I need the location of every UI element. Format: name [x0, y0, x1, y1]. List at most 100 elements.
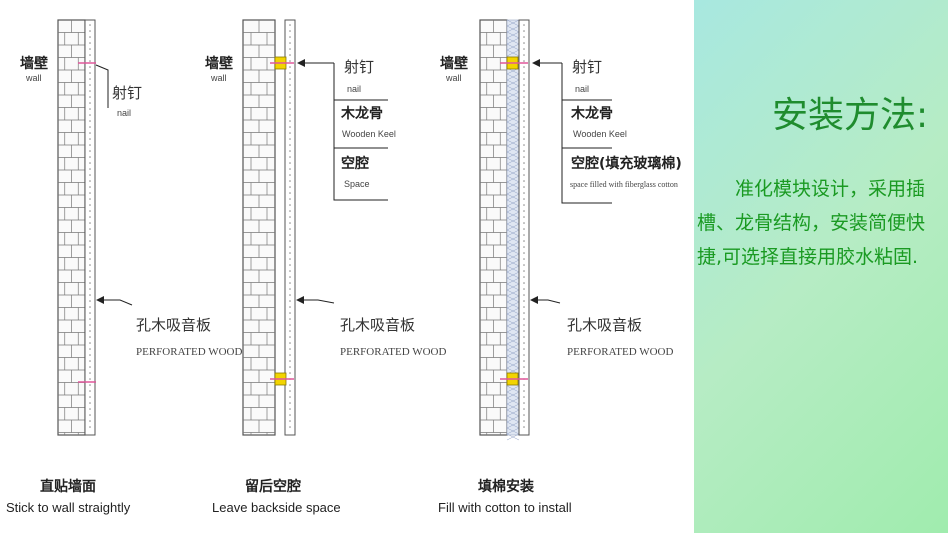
caption-en-2: Leave backside space: [212, 500, 341, 515]
cotton-hatch: [506, 169, 520, 177]
cotton-hatch: [506, 421, 520, 429]
space-label-2: 空腔: [341, 156, 369, 172]
board-hole: [523, 264, 525, 266]
board-hole: [89, 312, 91, 314]
nail-label-2: 射钉: [344, 58, 375, 76]
board-hole: [523, 78, 525, 80]
board-hole: [523, 168, 525, 170]
board-label-1: 孔木吸音板: [136, 316, 212, 334]
board-hole: [89, 120, 91, 122]
board-hole: [89, 66, 91, 68]
board-hole: [289, 186, 291, 188]
brick-wall-1: [57, 19, 86, 436]
board-hole: [89, 78, 91, 80]
board-hole: [89, 84, 91, 86]
board-hole: [89, 162, 91, 164]
cotton-hatch: [506, 175, 520, 183]
board-hole: [289, 132, 291, 134]
board-hole: [89, 210, 91, 212]
board-hole: [523, 318, 525, 320]
board-hole: [523, 180, 525, 182]
board-hole: [523, 114, 525, 116]
board-hole: [523, 372, 525, 374]
board-hole: [523, 402, 525, 404]
board-hole: [523, 294, 525, 296]
board-hole: [89, 222, 91, 224]
cotton-hatch: [506, 127, 520, 135]
board-hole: [89, 384, 91, 386]
cotton-hatch: [506, 343, 520, 351]
wall-label-en-2: wall: [211, 73, 227, 83]
board-hole: [89, 408, 91, 410]
board-hole: [523, 222, 525, 224]
cotton-hatch: [506, 73, 520, 81]
board-hole: [523, 126, 525, 128]
board-hole: [523, 342, 525, 344]
board-hole: [89, 378, 91, 380]
board-hole: [89, 174, 91, 176]
board-hole: [523, 162, 525, 164]
board-hole: [523, 42, 525, 44]
board-hole: [289, 210, 291, 212]
board-hole: [289, 54, 291, 56]
board-hole: [523, 198, 525, 200]
caption-en-3: Fill with cotton to install: [438, 500, 572, 515]
cotton-hatch: [506, 397, 520, 405]
board-hole: [289, 174, 291, 176]
board-hole: [289, 126, 291, 128]
perforated-board-2: [284, 19, 296, 436]
board-hole: [289, 414, 291, 416]
board-hole: [523, 360, 525, 362]
cotton-hatch: [506, 193, 520, 201]
board-hole: [523, 144, 525, 146]
board-hole: [289, 42, 291, 44]
cotton-hatch: [506, 283, 520, 291]
board-hole: [289, 306, 291, 308]
label-bracket-3: [561, 63, 612, 204]
board-hole: [523, 66, 525, 68]
cotton-hatch: [506, 19, 520, 27]
board-hole: [289, 36, 291, 38]
cotton-hatch: [506, 31, 520, 39]
board-hole: [89, 300, 91, 302]
board-hole: [289, 408, 291, 410]
cotton-hatch: [506, 79, 520, 87]
cotton-hatch: [506, 427, 520, 435]
board-hole: [523, 234, 525, 236]
cotton-hatch: [506, 109, 520, 117]
board-hole: [289, 330, 291, 332]
board-hole: [89, 216, 91, 218]
wall-label-3: 墙壁: [440, 56, 468, 72]
board-hole: [289, 294, 291, 296]
wall-label-en-3: wall: [446, 73, 462, 83]
board-hole: [523, 270, 525, 272]
board-hole: [523, 150, 525, 152]
board-outline-2: [284, 19, 296, 436]
perforated-board-1: [84, 19, 96, 436]
board-hole: [289, 156, 291, 158]
board-hole: [289, 366, 291, 368]
cotton-hatch: [506, 235, 520, 243]
board-hole: [289, 426, 291, 428]
cotton-hatch: [506, 211, 520, 219]
cotton-hatch: [506, 97, 520, 105]
board-leader-1-line: [100, 299, 133, 306]
board-hole: [289, 192, 291, 194]
board-hole: [289, 90, 291, 92]
side-title: 安装方法:: [772, 95, 929, 136]
board-hole: [89, 48, 91, 50]
board-hole: [523, 120, 525, 122]
cotton-hatch: [506, 121, 520, 129]
board-hole: [289, 276, 291, 278]
board-hole: [289, 390, 291, 392]
board-hole: [523, 48, 525, 50]
cotton-hatch: [506, 271, 520, 279]
board-hole: [523, 384, 525, 386]
board-hole: [289, 150, 291, 152]
cotton-hatch: [506, 43, 520, 51]
board-hole: [289, 264, 291, 266]
board-hole: [89, 96, 91, 98]
board-hole: [289, 216, 291, 218]
nail-label-en-3: nail: [575, 84, 590, 94]
board-hole: [89, 240, 91, 242]
